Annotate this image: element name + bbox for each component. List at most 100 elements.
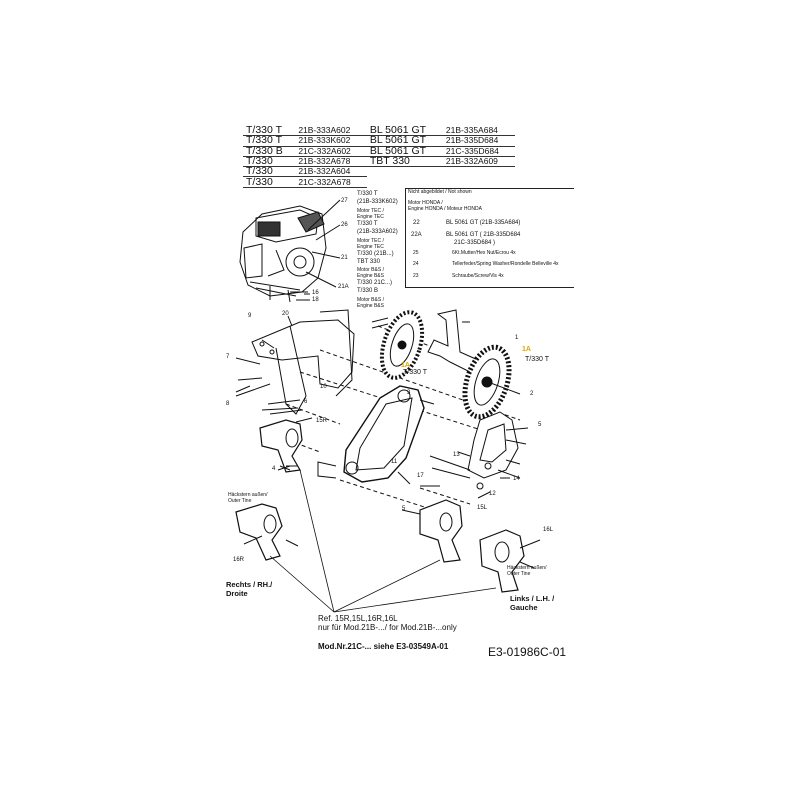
code-cell: 21B-332A678 <box>295 156 367 168</box>
transport-wheel-right <box>462 344 521 420</box>
engine-ref-line: Engine TEC <box>357 214 384 220</box>
engine-ref-line: (21B-333A602) <box>357 229 398 235</box>
tine-left-outer <box>479 529 541 593</box>
ref-leader-lines <box>269 469 497 613</box>
motor-honda-label-2: Engine HONDA / Moteur HONDA <box>408 206 482 212</box>
code-cell: 21B-333K602 <box>295 135 367 147</box>
side-label-right: Rechts / RH./ <box>226 580 273 589</box>
tine-shaft-housing <box>420 411 529 490</box>
not-shown-box <box>405 188 574 288</box>
not-shown-ref: 25 <box>413 250 419 256</box>
transport-wheel-left <box>379 310 425 380</box>
motor-honda-label: Motor HONDA / <box>408 200 443 206</box>
part-number-14: 14 <box>513 476 520 482</box>
drawing-code: E3-01986C-01 <box>488 645 567 659</box>
part-number-15l: 15L <box>477 505 488 511</box>
tine-left-inner <box>401 499 463 563</box>
side-label-right-2: Droite <box>226 589 248 598</box>
tine-right-outer <box>235 503 299 561</box>
model-cell: T/330 T <box>243 135 296 147</box>
part-number-12: 12 <box>489 491 496 497</box>
model-note: Mod.Nr.21C-... siehe E3-03549A-01 <box>318 642 449 651</box>
code-cell: 21C-332A602 <box>295 146 367 157</box>
part-number-4: 4 <box>272 466 276 472</box>
engine-ref-number: 21 <box>341 255 348 261</box>
engine-ref-number: 21A <box>338 284 349 290</box>
engine-ref-line: T/330 T <box>357 191 378 197</box>
part-number-18: 18 <box>312 297 319 303</box>
code-cell: 21B-335A684 <box>442 126 515 137</box>
not-shown-text: 21C-335D684 ) <box>454 240 496 246</box>
part-number-7: 7 <box>226 354 230 360</box>
part-number-17: 17 <box>417 473 424 479</box>
engine <box>239 199 341 303</box>
model-cell: BL 5061 GT <box>366 145 443 157</box>
not-shown-title: Nicht abgebildet / Not shown <box>408 189 472 195</box>
part-number-11: 11 <box>391 459 398 465</box>
engine-ref-line: Motor TEC / <box>357 208 384 214</box>
part-number-6: 6 <box>304 399 308 405</box>
model-cell: T/330 T <box>243 125 296 137</box>
part-number-9: 9 <box>248 313 252 319</box>
code-cell: 21B-335D684 <box>442 135 515 147</box>
ref-note: Ref. 15R,15L,16R,16L <box>318 614 398 623</box>
engine-ref-line: TBT 330 <box>357 259 380 265</box>
not-shown-text: 6Kt.Mutter/Hex Nut/Ecrou 4x <box>452 250 516 256</box>
table-row: T/330 T 21B-333A602 BL 5061 GT 21B-335A6… <box>243 125 515 137</box>
model-cell: T/330 <box>243 176 296 188</box>
engine-ref-number: 26 <box>341 222 348 228</box>
engine-ref-line: Motor B&S / <box>357 297 384 303</box>
engine-ref-number: 27 <box>341 198 348 204</box>
outer-tine-label-right: Häckstern außen/ <box>228 492 268 498</box>
part-number-2: 2 <box>530 391 534 397</box>
not-shown-text: BL 5061 GT (21B-335A684) <box>446 220 521 226</box>
wheel-model-label: T/330 T <box>525 356 549 363</box>
not-shown-ref: 22 <box>413 220 420 226</box>
ref-note-2: nur für Mod.21B-.../ for Mod.21B-...only <box>318 623 457 632</box>
model-cell: BL 5061 GT <box>366 125 443 137</box>
wheel-model-label: T/330 T <box>403 369 427 376</box>
not-shown-text: Schraube/Screw/Vis 4x <box>452 273 504 279</box>
engine-ref-line: Engine B&S <box>357 303 384 309</box>
not-shown-ref: 24 <box>413 261 419 267</box>
part-number-5: 5 <box>538 422 542 428</box>
part-number-16l: 16L <box>543 527 554 533</box>
part-number-16r: 16R <box>233 557 245 563</box>
engine-ref-line: (21B-333K602) <box>357 199 398 205</box>
table-row: T/330 T 21B-333K602 BL 5061 GT 21B-335D6… <box>243 135 515 147</box>
not-shown-text: Tellerfeder/Spring Washer/Rondelle Belle… <box>452 261 559 267</box>
part-number-15r: 15R <box>316 418 328 424</box>
model-cell: BL 5061 GT <box>366 135 443 147</box>
model-cell: TBT 330 <box>366 156 443 168</box>
part-number-1: 1 <box>515 335 519 341</box>
part-number-1a-top: 1A <box>522 346 531 353</box>
part-number-10: 10 <box>320 384 327 390</box>
part-number-3: 3 <box>407 390 411 396</box>
model-table: T/330 T 21B-333A602 BL 5061 GT 21B-335A6… <box>243 125 515 188</box>
part-number-5b: 5 <box>402 506 406 512</box>
table-row: T/330 21C-332A678 <box>243 176 515 188</box>
part-number-8: 8 <box>226 401 230 407</box>
part-number-13: 13 <box>453 452 460 458</box>
frame-bracket <box>235 309 355 415</box>
not-shown-ref: 22A <box>411 232 422 238</box>
engine-ref-line: Motor B&S / <box>357 267 384 273</box>
model-cell: T/330 <box>243 166 296 178</box>
table-row: T/330 21B-332A678 TBT 330 21B-332A609 <box>243 156 515 168</box>
part-number-16: 16 <box>312 290 319 296</box>
engine-ref-line: T/330 21C...) <box>357 280 393 286</box>
tine-right-top <box>259 419 303 473</box>
outer-tine-label-left: Häckstern außen/ <box>507 565 547 571</box>
part-number-20: 20 <box>282 311 289 317</box>
engine-ref-line: T/330 T <box>357 221 378 227</box>
model-cell: T/330 <box>243 156 296 168</box>
engine-ref-line: Engine B&S <box>357 273 384 279</box>
engine-ref-line: T/330 (21B...) <box>357 251 394 257</box>
outer-tine-label-right-2: Outer Tine <box>228 498 252 504</box>
not-shown-text: BL 5061 GT ( 21B-335D684 <box>446 232 521 238</box>
side-label-left-2: Gauche <box>510 603 538 612</box>
table-row: T/330 B 21C-332A602 BL 5061 GT 21C-335D6… <box>243 145 515 157</box>
code-cell: 21B-332A609 <box>442 156 515 168</box>
code-cell: 21B-333A602 <box>295 126 367 137</box>
